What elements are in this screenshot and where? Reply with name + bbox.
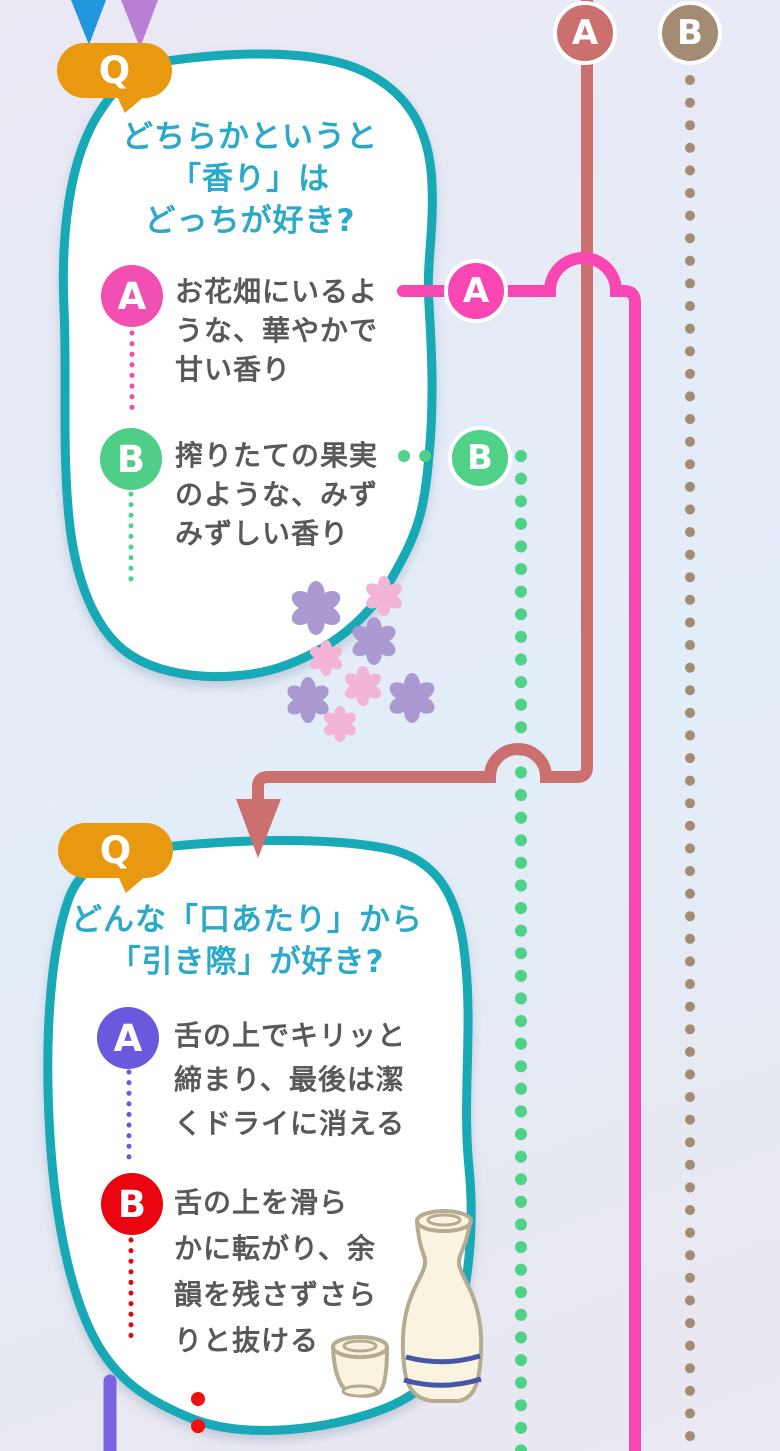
top-route-a-marker: A	[553, 1, 617, 65]
top-route-b-label: B	[677, 13, 703, 53]
question2-option-a-label: A	[113, 1016, 143, 1060]
question1-option-b-marker: B	[100, 428, 162, 490]
question1-option-a-text: お花畑にいるよ うな、華やかで 甘い香り	[175, 275, 379, 386]
branch-b-marker: B	[448, 426, 512, 490]
question2-option-b-text: 舌の上を滑ら かに転がり、余 韻を残さずさら りと抜ける	[174, 1186, 378, 1357]
route-line-pink	[397, 252, 641, 1451]
question1-badge: Q	[57, 43, 172, 98]
question1-option-a-label: A	[117, 274, 147, 318]
route-line-rose	[252, 0, 593, 801]
question1-badge-label: Q	[98, 49, 131, 92]
question1-text: どちらかというと 「香り」は どっちが好き?	[122, 119, 378, 239]
branch-a-marker: A	[444, 259, 508, 323]
question2-text: どんな「口あたり」から 「引き際」が好き?	[71, 902, 423, 980]
question2-option-b-label: B	[117, 1182, 147, 1226]
question1-option-b-label: B	[116, 437, 146, 481]
branch-a-label: A	[462, 271, 490, 311]
top-route-b-marker: B	[658, 1, 722, 65]
top-route-a-label: A	[571, 13, 599, 53]
question2-option-a-text: 舌の上でキリッと 締まり、最後は潔 くドライに消える	[174, 1019, 407, 1140]
question1-option-a-marker: A	[101, 265, 163, 327]
branch-b-label: B	[467, 438, 493, 478]
rose-route-arrow-icon	[236, 799, 281, 858]
incoming-route-a-arrow-icon	[71, 0, 106, 45]
question2-option-b-marker: B	[101, 1173, 163, 1235]
question2-option-a-marker: A	[97, 1007, 159, 1069]
question1-bubble	[58, 49, 437, 682]
sake-cup-icon	[331, 1335, 389, 1398]
question2-bubble	[43, 836, 476, 1435]
sake-bottle-icon	[400, 1209, 484, 1403]
incoming-route-b-arrow-icon	[121, 0, 158, 48]
question2-badge-label: Q	[99, 829, 132, 872]
question1-option-b-text: 搾りたての果実 のような、みず みずしい香り	[175, 439, 379, 550]
question2-badge: Q	[58, 823, 173, 878]
